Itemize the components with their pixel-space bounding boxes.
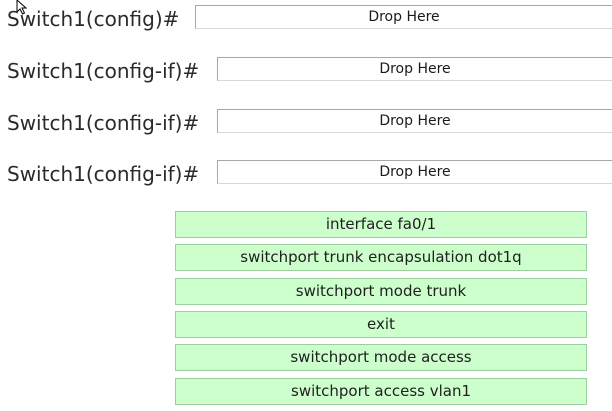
prompt-label: Switch1(config)# — [7, 7, 180, 31]
prompt-label: Switch1(config-if)# — [7, 162, 200, 186]
drop-zone-2[interactable]: Drop Here — [217, 57, 612, 81]
prompt-row-3: Switch1(config-if)# Drop Here — [0, 109, 612, 135]
choice-trunk-encapsulation[interactable]: switchport trunk encapsulation dot1q — [175, 244, 587, 271]
choice-mode-access[interactable]: switchport mode access — [175, 344, 587, 371]
drop-zone-4[interactable]: Drop Here — [217, 160, 612, 184]
choice-access-vlan1[interactable]: switchport access vlan1 — [175, 378, 587, 405]
drop-zone-text: Drop Here — [379, 164, 451, 180]
prompt-label: Switch1(config-if)# — [7, 111, 200, 135]
prompt-row-2: Switch1(config-if)# Drop Here — [0, 57, 612, 83]
drop-zone-text: Drop Here — [379, 113, 451, 129]
drop-zone-3[interactable]: Drop Here — [217, 109, 612, 133]
drop-zone-text: Drop Here — [368, 9, 440, 25]
drop-zone-1[interactable]: Drop Here — [195, 5, 612, 29]
prompt-label: Switch1(config-if)# — [7, 59, 200, 83]
prompt-row-1: Switch1(config)# Drop Here — [0, 5, 612, 31]
choice-exit[interactable]: exit — [175, 311, 587, 338]
drop-zone-text: Drop Here — [379, 61, 451, 77]
prompt-row-4: Switch1(config-if)# Drop Here — [0, 160, 612, 186]
choice-mode-trunk[interactable]: switchport mode trunk — [175, 278, 587, 305]
choice-interface-fa0-1[interactable]: interface fa0/1 — [175, 211, 587, 238]
mouse-pointer-icon — [16, 0, 28, 15]
